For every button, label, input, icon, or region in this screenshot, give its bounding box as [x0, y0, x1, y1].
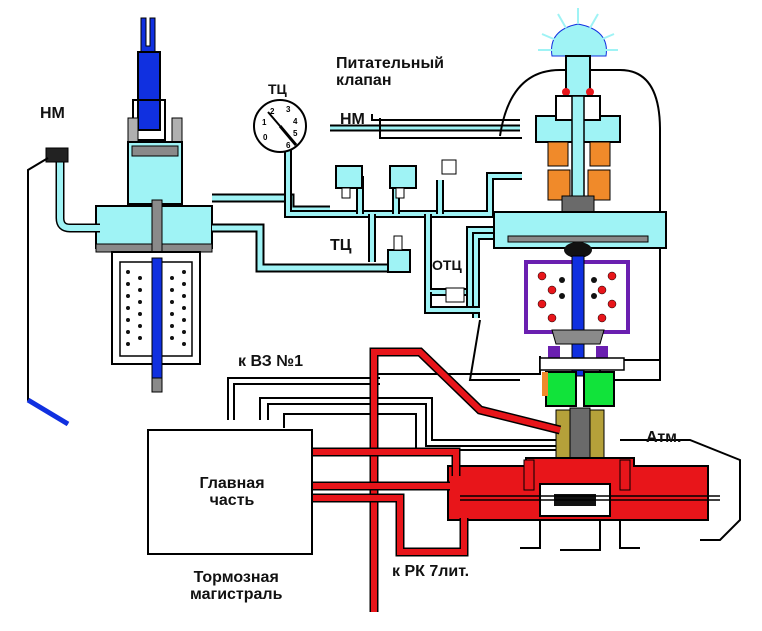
label-otc: ОТЦ — [432, 257, 462, 273]
gauge-tick-2: 2 — [270, 107, 275, 116]
cyan-pipes-left — [212, 193, 392, 273]
right-spring — [537, 271, 617, 323]
main-part-box — [147, 429, 313, 555]
nm-pipe-cyan-fill — [57, 160, 100, 231]
green-left — [545, 371, 577, 407]
label-feed-valve-line1: Питательный — [336, 55, 444, 72]
upper-rod-tube — [137, 51, 161, 131]
label-main-part: Главная часть — [184, 475, 280, 510]
gauge-tick-4: 4 — [293, 117, 298, 126]
orange-upper-right — [589, 141, 611, 167]
red-pipes — [312, 347, 562, 612]
top-stem — [565, 55, 591, 97]
label-k-vz: к ВЗ №1 — [238, 353, 303, 370]
nm-fitting — [45, 147, 69, 163]
label-nm-right: НМ — [340, 111, 365, 128]
gauge-tick-6: 6 — [286, 141, 291, 150]
label-feed-valve: Питательный клапан — [336, 55, 444, 90]
dome-spikes — [538, 8, 618, 51]
small-valves — [335, 159, 465, 303]
upper-piston — [131, 145, 179, 157]
top-dome — [551, 23, 607, 57]
nm-pipe-cyan — [55, 160, 100, 233]
nm-blue-handle — [26, 397, 70, 427]
green-right — [583, 371, 615, 407]
olive-connector — [555, 409, 571, 461]
gauge-tick-1: 1 — [262, 118, 267, 127]
gauge-needle — [278, 125, 298, 146]
label-brake-line-line2: магистраль — [190, 585, 283, 603]
gauge-tick-0: 0 — [263, 133, 268, 142]
left-nm-pipe — [26, 147, 100, 427]
label-nm-left: НМ — [40, 105, 65, 122]
left-cylinder-unit — [95, 17, 213, 393]
lower-blue-rod — [151, 257, 163, 387]
gland-right — [171, 117, 183, 145]
outer-housing — [499, 69, 661, 381]
right-blue-rod — [571, 255, 585, 377]
label-brake-line-line1: Тормозная — [193, 569, 279, 586]
gauge-tick-5: 5 — [293, 129, 298, 138]
label-tc-gauge: ТЦ — [268, 81, 287, 97]
label-feed-valve-line2: клапан — [336, 71, 392, 89]
label-tc-lower: ТЦ — [330, 237, 352, 254]
label-main-part-line2: часть — [209, 491, 255, 509]
right-spring-dark — [559, 277, 597, 299]
label-k-rk: к РК 7лит. — [392, 563, 470, 580]
label-brake-line: Тормозная магистраль — [190, 569, 283, 604]
label-main-part-line1: Главная — [199, 475, 265, 492]
gland-left — [127, 117, 139, 145]
orange-upper-left — [547, 141, 569, 167]
lower-housing-inner — [119, 261, 193, 357]
left-spring — [126, 270, 186, 346]
tc-gauge: 0 1 2 3 4 5 6 — [253, 99, 330, 218]
fork-prongs — [140, 17, 156, 53]
right-valve-assembly — [447, 8, 720, 551]
label-atm: Атм. — [646, 429, 682, 446]
gauge-tick-3: 3 — [286, 105, 291, 114]
lower-rod-tip — [151, 377, 163, 393]
